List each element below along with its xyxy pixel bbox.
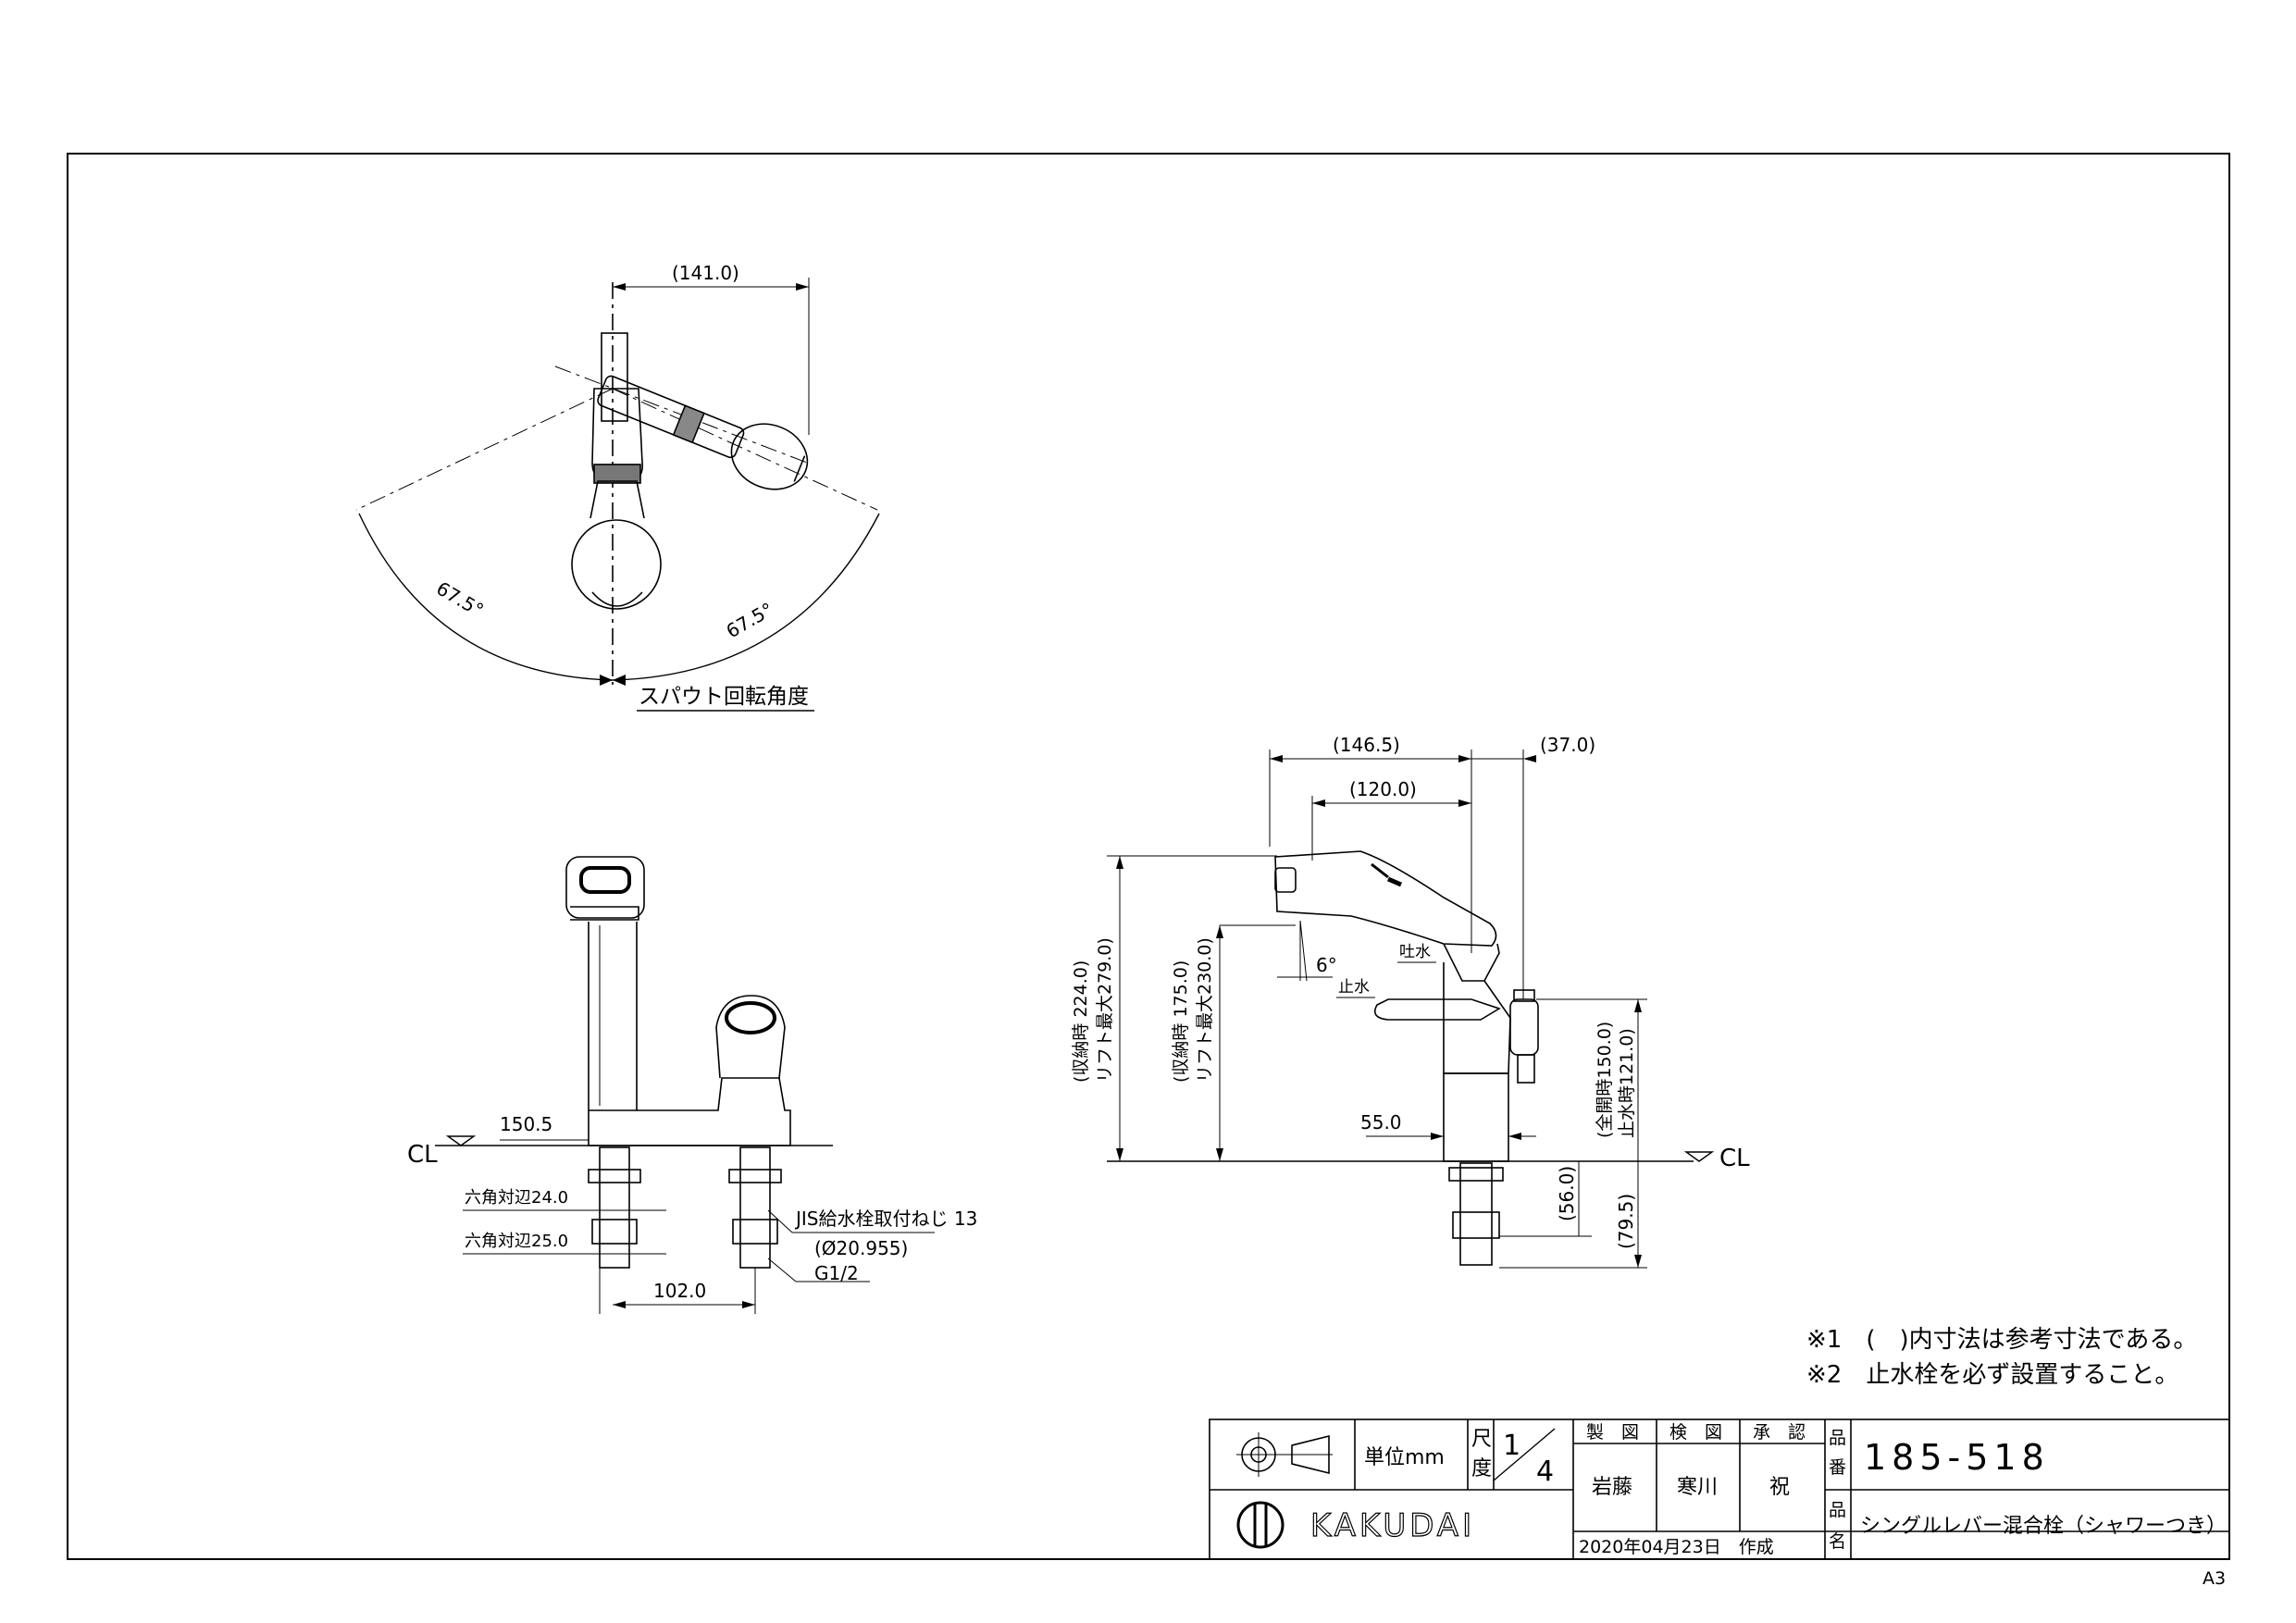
dim-175-b: リフト最大230.0) — [1195, 937, 1215, 1083]
name-label-1: 品 — [1829, 1500, 1846, 1520]
hex-24: 六角対辺24.0 — [465, 1188, 568, 1208]
angle-6: 6° — [1316, 954, 1337, 976]
drawn-by: 岩藤 — [1592, 1476, 1632, 1499]
angle-left: 67.5° — [433, 577, 488, 622]
dim-224-b: リフト最大279.0) — [1095, 937, 1115, 1083]
pn-label-2: 番 — [1829, 1457, 1846, 1478]
front-view — [435, 856, 935, 1314]
dim-56: (56.0) — [1556, 1166, 1578, 1221]
title-block — [1209, 1419, 2230, 1560]
cl-left: CL — [407, 1141, 438, 1169]
cl-right: CL — [1719, 1145, 1750, 1172]
note-1: ※1 ( )内寸法は参考寸法である。 — [1806, 1326, 2197, 1354]
dim-79-5: (79.5) — [1615, 1194, 1637, 1249]
title-block-text: 単位mm 尺 度 尺度 1 4 製 図 検 図 承 認 岩藤 寒川 祝 品 番 … — [1309, 1422, 2227, 1557]
created-date: 2020年04月23日 作成 — [1579, 1537, 1774, 1557]
spout-label: 吐水 — [1399, 943, 1431, 961]
pn-label-1: 品 — [1829, 1428, 1846, 1448]
side-view-labels: (146.5) (37.0) (120.0) (収納時 224.0) リフト最大… — [1071, 734, 1750, 1249]
dim-120: (120.0) — [1349, 778, 1417, 800]
scale-label-2: 度 — [1471, 1457, 1492, 1481]
side-view — [1107, 750, 1715, 1269]
name-label-2: 名 — [1829, 1531, 1846, 1552]
dim-102: 102.0 — [653, 1280, 706, 1302]
dim-150-5: 150.5 — [500, 1113, 552, 1135]
sheet-size-label: A3 — [2203, 1568, 2226, 1589]
dim-175-a: (収納時 175.0) — [1171, 960, 1191, 1083]
dim-224-a: (収納時 224.0) — [1071, 960, 1091, 1083]
product-name: シングルレバー混合栓（シャワーつき） — [1860, 1515, 2227, 1538]
scale-numerator: 1 — [1503, 1430, 1520, 1462]
top-view — [355, 278, 880, 686]
approved-by: 祝 — [1769, 1476, 1790, 1499]
dim-55: 55.0 — [1360, 1111, 1402, 1134]
drawn-label: 製 図 — [1586, 1422, 1639, 1443]
notes: ※1 ( )内寸法は参考寸法である。 ※2 止水栓を必ず設置すること。 — [1806, 1326, 2197, 1389]
jis-thread: JIS給水栓取付ねじ 13 — [794, 1208, 977, 1230]
note-2: ※2 止水栓を必ず設置すること。 — [1806, 1361, 2178, 1389]
checked-label: 検 図 — [1669, 1422, 1722, 1443]
dim-141: (141.0) — [672, 262, 739, 284]
unit-label: 単位mm — [1364, 1446, 1445, 1469]
dim-150-open: (全開時150.0) — [1595, 1022, 1615, 1138]
approved-label: 承 認 — [1753, 1422, 1806, 1443]
dim-121-close: 止水時121.0) — [1617, 1028, 1637, 1138]
dim-37: (37.0) — [1540, 734, 1595, 756]
scale-denominator: 4 — [1536, 1456, 1554, 1488]
hex-25: 六角対辺25.0 — [465, 1232, 568, 1251]
dim-146-5: (146.5) — [1333, 734, 1400, 756]
angle-right: 67.5° — [723, 598, 777, 642]
front-view-labels: CL 150.5 六角対辺24.0 六角対辺25.0 JIS給水栓取付ねじ 13… — [407, 1113, 977, 1302]
checked-by: 寒川 — [1677, 1476, 1718, 1499]
part-number: 185-518 — [1864, 1437, 2050, 1478]
jis-diameter: (Ø20.955) — [814, 1237, 908, 1259]
rotation-caption: スパウト回転角度 — [639, 685, 809, 709]
brand-name: KAKUDAI — [1310, 1507, 1475, 1544]
stop-label: 止水 — [1338, 978, 1370, 997]
g-thread: G1/2 — [814, 1262, 859, 1284]
scale-label-1: 尺 — [1471, 1428, 1492, 1451]
